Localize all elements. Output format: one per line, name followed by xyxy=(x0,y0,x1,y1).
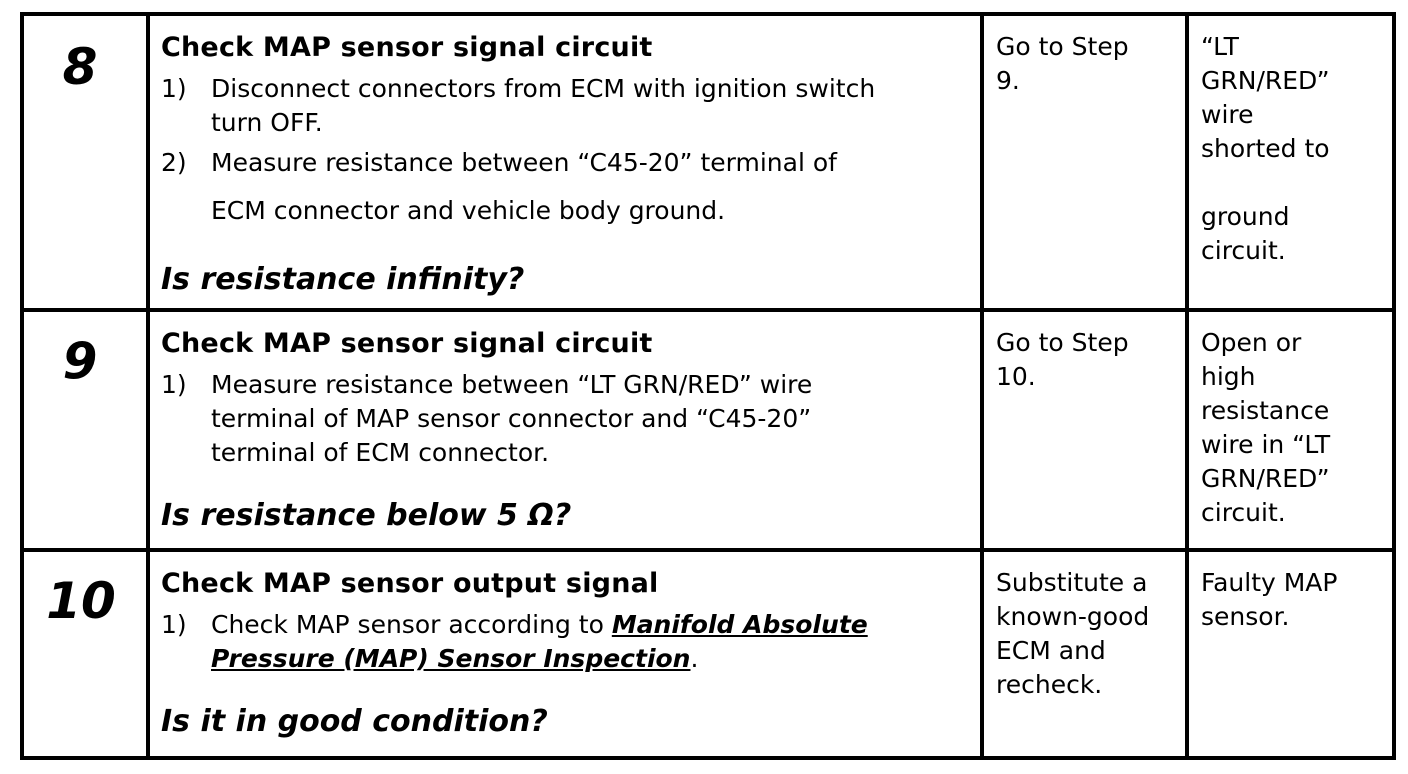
step-title: Check MAP sensor output signal xyxy=(161,568,659,599)
yes-text: 10. xyxy=(996,362,1036,391)
substep-text: terminal of ECM connector. xyxy=(211,438,550,467)
substep-text: turn OFF. xyxy=(211,108,323,137)
no-text: wire xyxy=(1201,100,1254,129)
substep-text: Disconnect connectors from ECM with igni… xyxy=(211,74,876,103)
substep: 1) Disconnect connectors from ECM with i… xyxy=(161,72,980,140)
no-text: resistance xyxy=(1201,396,1330,425)
yes-text: Substitute a xyxy=(996,568,1148,597)
step-question: Is it in good condition? xyxy=(161,704,548,739)
substep-number: 2) xyxy=(161,148,187,177)
substep-text: . xyxy=(690,644,699,673)
substep-number: 1) xyxy=(161,74,187,103)
substep-list: 1) Measure resistance between “LT GRN/RE… xyxy=(161,368,980,470)
step-cell: 10 xyxy=(20,548,150,760)
step-title: Check MAP sensor signal circuit xyxy=(161,328,653,359)
no-text: Faulty MAP xyxy=(1201,568,1338,597)
no-cell: Faulty MAP sensor. xyxy=(1185,548,1396,760)
no-text: Open or xyxy=(1201,328,1302,357)
table-row-step-8: 8 Check MAP sensor signal circuit 1) Dis… xyxy=(20,12,1396,312)
no-text: circuit. xyxy=(1201,236,1286,265)
substep-number: 1) xyxy=(161,370,187,399)
no-cell: “LT GRN/RED” wire shorted to ground circ… xyxy=(1185,12,1396,312)
substep: 1) Measure resistance between “LT GRN/RE… xyxy=(161,368,980,470)
no-text: wire in “LT xyxy=(1201,430,1331,459)
no-text: GRN/RED” xyxy=(1201,464,1330,493)
substep-text: ECM connector and vehicle body ground. xyxy=(211,196,726,225)
substep-list: 1) Disconnect connectors from ECM with i… xyxy=(161,72,980,228)
substep: 2) Measure resistance between “C45-20” t… xyxy=(161,146,980,228)
table-row-step-9: 9 Check MAP sensor signal circuit 1) Mea… xyxy=(20,308,1396,552)
step-title: Check MAP sensor signal circuit xyxy=(161,32,653,63)
step-number: 8 xyxy=(62,38,98,96)
yes-text: recheck. xyxy=(996,670,1103,699)
yes-text: ECM and xyxy=(996,636,1106,665)
step-cell: 8 xyxy=(20,12,150,312)
substep-text: Measure resistance between “C45-20” term… xyxy=(211,148,837,177)
substep: 1) Check MAP sensor according to Manifol… xyxy=(161,608,980,676)
inspection-link[interactable]: Manifold Absolute xyxy=(611,610,868,639)
inspection-link[interactable]: Pressure (MAP) Sensor Inspection xyxy=(211,644,691,673)
step-number: 10 xyxy=(46,572,116,630)
yes-cell: Go to Step 10. xyxy=(980,308,1189,552)
no-text: circuit. xyxy=(1201,498,1286,527)
step-cell: 9 xyxy=(20,308,150,552)
yes-text: Go to Step xyxy=(996,32,1129,61)
yes-cell: Go to Step 9. xyxy=(980,12,1189,312)
substep-list: 1) Check MAP sensor according to Manifol… xyxy=(161,608,980,676)
step-question: Is resistance below 5 Ω? xyxy=(161,498,572,533)
substep-number: 1) xyxy=(161,610,187,639)
yes-cell: Substitute a known-good ECM and recheck. xyxy=(980,548,1189,760)
no-text: high xyxy=(1201,362,1256,391)
action-cell: Check MAP sensor output signal 1) Check … xyxy=(146,548,984,760)
step-number: 9 xyxy=(62,332,98,390)
step-question: Is resistance infinity? xyxy=(161,262,525,297)
diagnostic-table: 8 Check MAP sensor signal circuit 1) Dis… xyxy=(20,12,1396,760)
no-text: ground xyxy=(1201,202,1290,231)
yes-text: Go to Step xyxy=(996,328,1129,357)
action-cell: Check MAP sensor signal circuit 1) Measu… xyxy=(146,308,984,552)
substep-text: terminal of MAP sensor connector and “C4… xyxy=(211,404,812,433)
no-text: sensor. xyxy=(1201,602,1290,631)
no-text: GRN/RED” xyxy=(1201,66,1330,95)
substep-text: Measure resistance between “LT GRN/RED” … xyxy=(211,370,813,399)
no-text: “LT xyxy=(1201,32,1239,61)
no-text: shorted to xyxy=(1201,134,1330,163)
yes-text: 9. xyxy=(996,66,1020,95)
yes-text: known-good xyxy=(996,602,1150,631)
action-cell: Check MAP sensor signal circuit 1) Disco… xyxy=(146,12,984,312)
table-row-step-10: 10 Check MAP sensor output signal 1) Che… xyxy=(20,548,1396,760)
substep-text: Check MAP sensor according to xyxy=(211,610,612,639)
no-cell: Open or high resistance wire in “LT GRN/… xyxy=(1185,308,1396,552)
